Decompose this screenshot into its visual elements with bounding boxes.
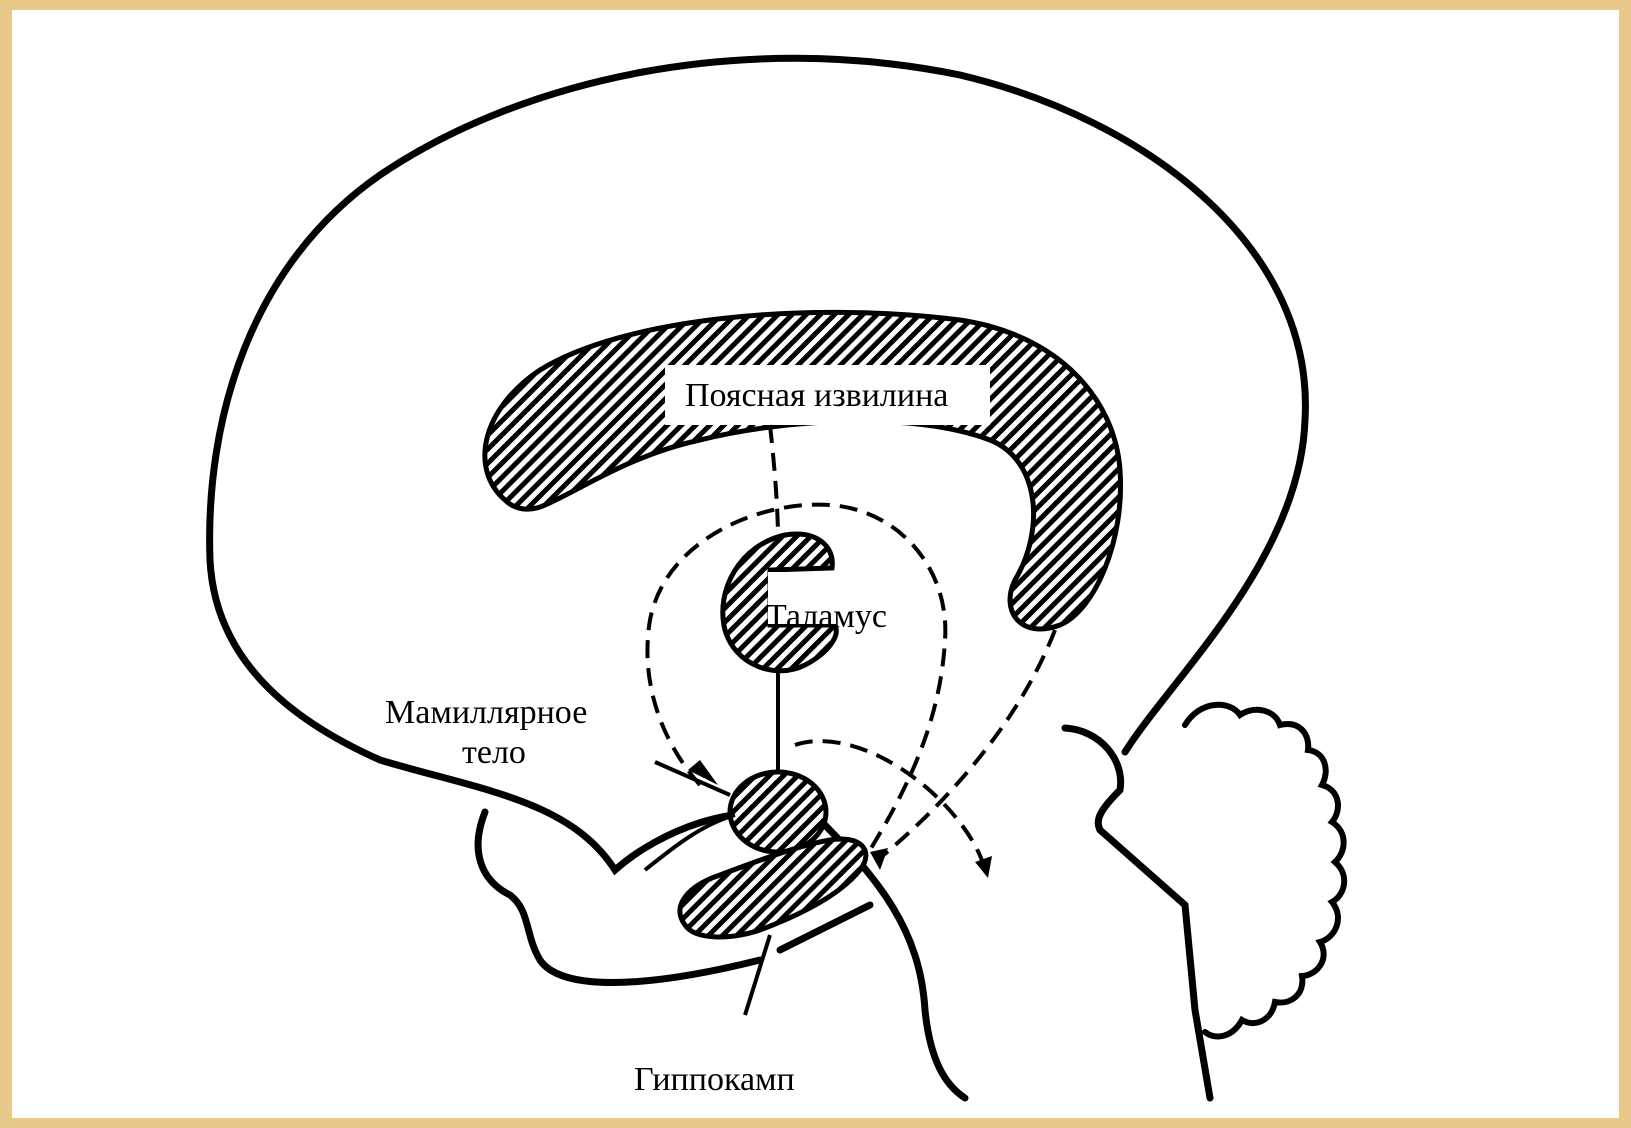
- mamillary-body-label-line1: Мамиллярное: [385, 693, 587, 733]
- hippocampus-label: Гиппокамп: [634, 1060, 795, 1100]
- slide-frame: Поясная извилина Таламус Мамиллярное тел…: [12, 10, 1619, 1118]
- cingulate-gyrus-label: Поясная извилина: [685, 376, 948, 416]
- papez-circuit-dashed-3: [880, 630, 1055, 858]
- thalamus-label: Таламус: [766, 597, 887, 637]
- brain-outline: [210, 58, 1306, 870]
- papez-circuit-dashed-1: [770, 425, 778, 540]
- hippocampus-pointer-line: [745, 935, 770, 1015]
- mamillary-body-label-line2: тело: [462, 733, 526, 773]
- cerebellum-outline: [1185, 705, 1344, 1037]
- arrowhead-hippocampus: [870, 848, 888, 870]
- brain-diagram: [12, 10, 1619, 1118]
- mamillary-body: [730, 772, 826, 852]
- arrowhead-right: [975, 856, 992, 878]
- brainstem-back-outline: [1065, 728, 1210, 1098]
